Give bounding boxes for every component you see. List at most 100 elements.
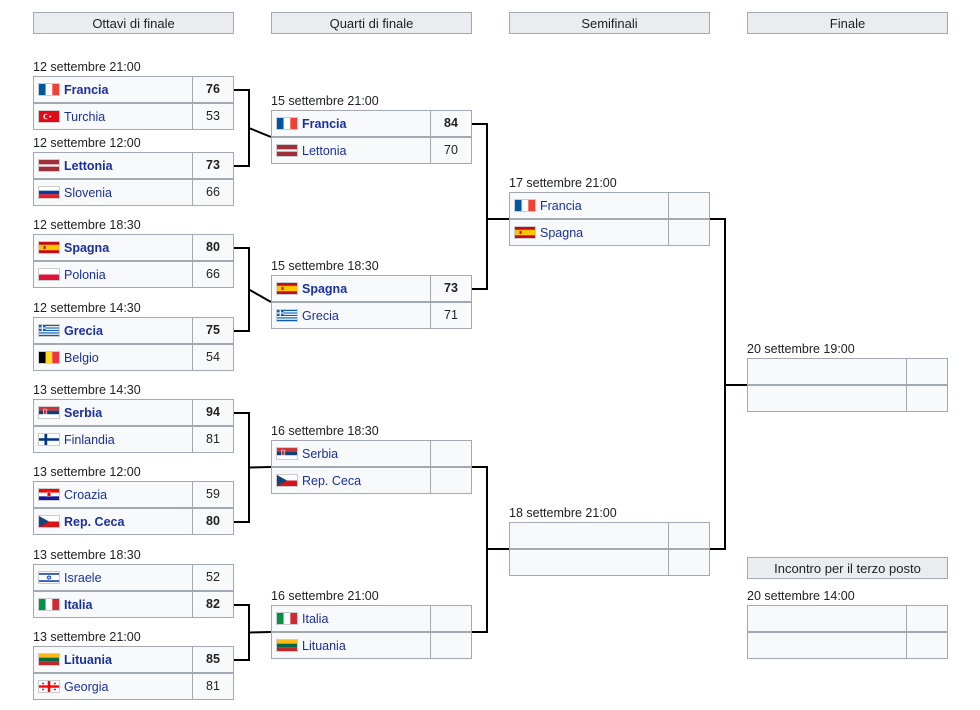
team-row: Italia xyxy=(271,605,472,632)
connector-line xyxy=(248,127,272,138)
team-name-link[interactable]: Spagna xyxy=(540,225,584,240)
team-name-link[interactable]: Italia xyxy=(64,597,93,612)
team-name-link[interactable]: Lituania xyxy=(64,652,112,667)
team-row xyxy=(747,358,948,385)
team-name-link[interactable]: Serbia xyxy=(64,405,103,420)
team-row: Serbia 94 xyxy=(33,399,234,426)
team-row xyxy=(747,605,948,632)
score-cell xyxy=(906,359,947,384)
connector-line xyxy=(234,412,250,523)
team-name-link[interactable]: Belgio xyxy=(64,350,99,365)
score-cell xyxy=(430,468,471,493)
team-row xyxy=(747,385,948,412)
team-name-link[interactable]: Spagna xyxy=(302,281,348,296)
team-row: Georgia 81 xyxy=(33,673,234,700)
score-cell: 82 xyxy=(192,592,233,617)
team-name-link[interactable]: Lettonia xyxy=(64,158,113,173)
team-cell: Spagna xyxy=(34,241,192,255)
score-cell xyxy=(668,523,709,548)
team-cell: Lituania xyxy=(34,653,192,667)
team-name-link[interactable]: Rep. Ceca xyxy=(302,473,362,488)
team-name-link[interactable]: Francia xyxy=(540,198,582,213)
team-name-link[interactable]: Rep. Ceca xyxy=(64,514,125,529)
match-date: 16 settembre 21:00 xyxy=(271,589,379,603)
team-cell: Serbia xyxy=(34,406,192,420)
flag-fr-icon xyxy=(514,199,540,212)
team-row: Spagna xyxy=(509,219,710,246)
team-cell: Francia xyxy=(272,117,430,131)
score-cell: 94 xyxy=(192,400,233,425)
score-cell xyxy=(430,606,471,631)
connector-line xyxy=(248,466,272,469)
team-name-link[interactable]: Francia xyxy=(64,82,109,97)
flag-lt-icon xyxy=(276,639,302,652)
score-cell: 59 xyxy=(192,482,233,507)
flag-es-icon xyxy=(514,226,540,239)
team-name-link[interactable]: Slovenia xyxy=(64,185,112,200)
team-cell: Spagna xyxy=(510,226,668,240)
score-cell xyxy=(668,550,709,575)
team-row xyxy=(509,522,710,549)
team-name-link[interactable]: Francia xyxy=(302,116,347,131)
flag-cz-icon xyxy=(38,515,64,528)
team-name-link[interactable]: Spagna xyxy=(64,240,110,255)
score-cell: 81 xyxy=(192,674,233,699)
flag-gr-icon xyxy=(38,324,64,337)
match-date: 20 settembre 14:00 xyxy=(747,589,855,603)
third-place-header: Incontro per il terzo posto xyxy=(747,557,948,579)
team-name-link[interactable]: Israele xyxy=(64,570,102,585)
team-name-link[interactable]: Serbia xyxy=(302,446,339,461)
team-cell: Francia xyxy=(510,199,668,213)
score-cell: 80 xyxy=(192,509,233,534)
team-cell: Israele xyxy=(34,571,192,585)
match-date: 12 settembre 12:00 xyxy=(33,136,141,150)
team-name-link[interactable]: Grecia xyxy=(64,323,103,338)
match-date: 15 settembre 21:00 xyxy=(271,94,379,108)
team-cell: Polonia xyxy=(34,268,192,282)
flag-it-icon xyxy=(38,598,64,611)
flag-tr-icon xyxy=(38,110,64,123)
team-name-link[interactable]: Croazia xyxy=(64,487,108,502)
team-name-link[interactable]: Italia xyxy=(302,611,329,626)
team-cell: Italia xyxy=(272,612,430,626)
team-name-link[interactable]: Lituania xyxy=(302,638,346,653)
team-name-link[interactable]: Turchia xyxy=(64,109,106,124)
match-date: 12 settembre 18:30 xyxy=(33,218,141,232)
score-cell: 73 xyxy=(430,276,471,301)
team-name-link[interactable]: Polonia xyxy=(64,267,106,282)
flag-rs-icon xyxy=(276,447,302,460)
team-name-link[interactable]: Finlandia xyxy=(64,432,115,447)
connector-line xyxy=(248,288,272,303)
team-cell: Grecia xyxy=(34,324,192,338)
connector-line xyxy=(248,631,272,634)
team-cell: Spagna xyxy=(272,282,430,296)
team-row: Francia xyxy=(509,192,710,219)
score-cell: 76 xyxy=(192,77,233,102)
team-cell: Croazia xyxy=(34,488,192,502)
flag-fr-icon xyxy=(38,83,64,96)
score-cell: 66 xyxy=(192,262,233,287)
flag-lv-icon xyxy=(38,159,64,172)
flag-be-icon xyxy=(38,351,64,364)
connector-line xyxy=(234,89,250,167)
team-row: Croazia 59 xyxy=(33,481,234,508)
round-header-quarti: Quarti di finale xyxy=(271,12,472,34)
team-row xyxy=(747,632,948,659)
score-cell: 70 xyxy=(430,138,471,163)
team-row: Polonia 66 xyxy=(33,261,234,288)
team-cell: Lituania xyxy=(272,639,430,653)
match-date: 18 settembre 21:00 xyxy=(509,506,617,520)
team-row: Lituania 85 xyxy=(33,646,234,673)
team-name-link[interactable]: Grecia xyxy=(302,308,339,323)
flag-lt-icon xyxy=(38,653,64,666)
score-cell xyxy=(668,193,709,218)
team-cell: Lettonia xyxy=(272,144,430,158)
team-name-link[interactable]: Lettonia xyxy=(302,143,347,158)
team-row: Spagna 73 xyxy=(271,275,472,302)
flag-lv-icon xyxy=(276,144,302,157)
team-name-link[interactable]: Georgia xyxy=(64,679,109,694)
match-date: 20 settembre 19:00 xyxy=(747,342,855,356)
score-cell: 85 xyxy=(192,647,233,672)
